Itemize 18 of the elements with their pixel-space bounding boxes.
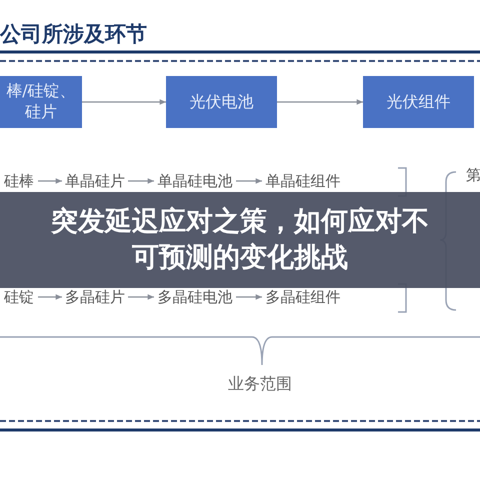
arrow <box>236 178 262 184</box>
process-box: 光伏电池 <box>166 76 277 128</box>
process-label: 硅棒 <box>0 168 38 194</box>
arrow <box>128 294 154 300</box>
scope-label: 业务范围 <box>227 374 293 395</box>
arrow <box>277 99 363 105</box>
arrow <box>38 294 62 300</box>
headline-banner: 突发延迟应对之策，如何应对不可预测的变化挑战 <box>0 192 480 288</box>
process-label: 单晶硅电池 <box>154 168 236 194</box>
side-label: 第 <box>466 166 480 185</box>
process-box: 棒/硅锭、硅片 <box>0 76 82 128</box>
process-label: 单晶硅组件 <box>262 168 344 194</box>
process-box: 光伏组件 <box>363 76 474 128</box>
arrow <box>82 99 166 105</box>
arrow <box>38 178 62 184</box>
process-label: 单晶硅片 <box>62 168 128 194</box>
arrow <box>236 294 262 300</box>
arrow <box>128 178 154 184</box>
